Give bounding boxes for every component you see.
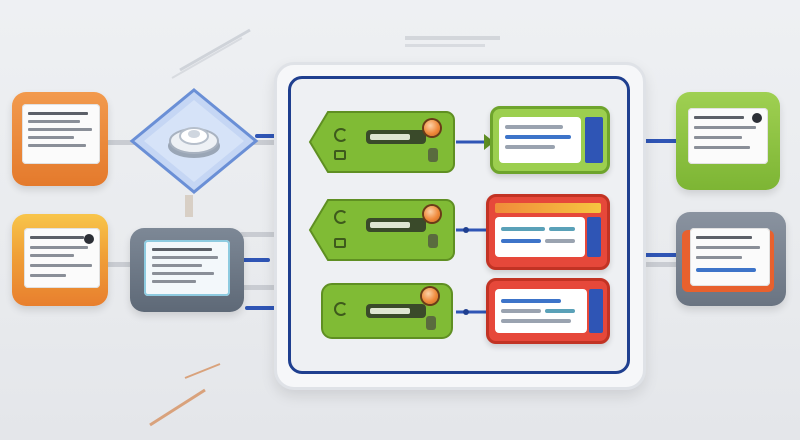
lane-slot (366, 218, 426, 232)
lane-tab (428, 234, 438, 248)
lane-1[interactable] (306, 108, 456, 176)
lane-slot (366, 130, 426, 144)
connector (105, 140, 150, 145)
decision-diamond[interactable] (128, 86, 260, 196)
document-page (144, 240, 230, 296)
status-knob-icon (422, 288, 438, 304)
record-dot-icon (752, 113, 762, 123)
output-screen-1[interactable] (490, 106, 610, 174)
connector (105, 262, 135, 267)
document-page (688, 108, 768, 164)
screen-content (495, 217, 585, 257)
grid-icon (334, 238, 346, 248)
refresh-icon (334, 210, 348, 224)
lane-tab (426, 316, 436, 330)
grid-icon (334, 150, 346, 160)
screen-accent (589, 289, 603, 333)
document-page (22, 104, 100, 164)
lane-tab (428, 148, 438, 162)
output-screen-2[interactable] (486, 194, 610, 270)
lane-3[interactable] (318, 280, 456, 342)
middle-card[interactable] (130, 228, 244, 312)
screen-header (495, 203, 601, 213)
right-card-top[interactable] (676, 92, 780, 190)
record-dot-icon (84, 234, 94, 244)
screen-content (495, 289, 587, 333)
screen-accent (587, 217, 601, 257)
screen-content (499, 117, 581, 163)
left-card-top[interactable] (12, 92, 108, 186)
diamond-shape (129, 88, 259, 194)
document-page (24, 228, 100, 288)
document-page (690, 228, 770, 286)
lane-slot (366, 304, 426, 318)
connector (240, 258, 270, 262)
left-card-bottom[interactable] (12, 214, 108, 306)
refresh-icon (334, 302, 348, 316)
right-card-bottom[interactable] (676, 212, 786, 306)
output-screen-3[interactable] (486, 278, 610, 344)
lane-2[interactable] (306, 196, 456, 264)
screen-accent (585, 117, 603, 163)
refresh-icon (334, 128, 348, 142)
status-knob-icon (424, 120, 440, 136)
status-knob-icon (424, 206, 440, 222)
